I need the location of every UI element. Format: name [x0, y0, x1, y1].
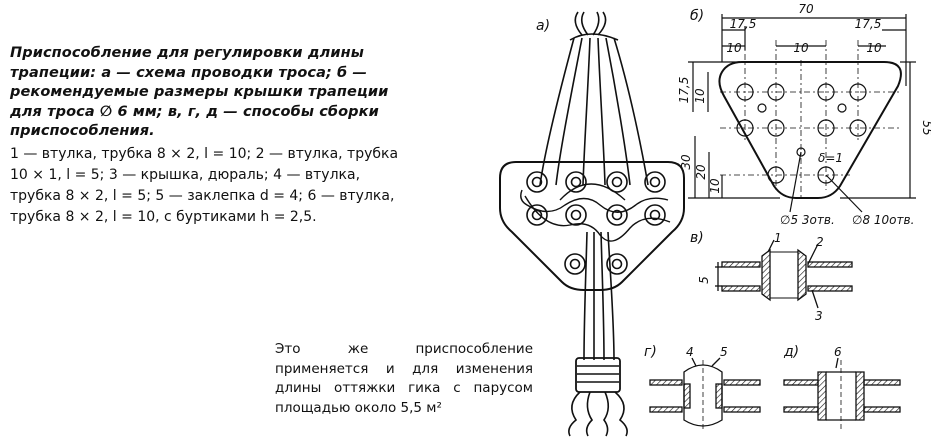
dim-thickness: δ=1	[818, 151, 843, 165]
dim-left-upper-inner: 10	[693, 88, 707, 104]
part-v-2: 2	[816, 235, 824, 249]
dim-pitch-1: 10	[726, 41, 742, 55]
dim-overall-width: 70	[798, 2, 814, 16]
cover-dimension-drawing	[688, 14, 916, 213]
dim-left-lower-outer: 30	[679, 154, 693, 170]
bushings-row-3	[564, 253, 628, 275]
dim-left-lower-inner: 10	[708, 178, 722, 194]
cover-outline	[718, 61, 902, 199]
part-v-1: 1	[774, 231, 782, 245]
rope-strand	[539, 37, 575, 186]
figure-caption: Приспособление для регулировки длины тра…	[10, 44, 410, 228]
assembly-v	[715, 239, 853, 309]
label-v: в)	[690, 230, 704, 246]
rope-end-top-left	[574, 11, 607, 36]
bushings-row-2	[526, 204, 666, 226]
dim-edge-top-left: 17,5	[730, 17, 757, 31]
small-holes	[757, 103, 847, 157]
label-b: б)	[690, 8, 704, 24]
dim-left-upper-outer: 17,5	[677, 77, 691, 104]
caption-title: Приспособление для регулировки длины тра…	[10, 45, 389, 139]
cover-plate-outline	[499, 161, 685, 291]
dim-pitch-3: 10	[866, 41, 882, 55]
assembly-g	[649, 357, 761, 430]
usage-note: Это же приспособление применяется и для …	[275, 341, 533, 416]
part-v-gap: 5	[697, 276, 711, 284]
dim-small-holes: ∅5 3отв.	[780, 213, 835, 227]
part-d-6: 6	[834, 345, 842, 359]
part-g-5: 5	[720, 345, 728, 359]
label-g: г)	[644, 344, 657, 360]
label-d: д)	[783, 344, 799, 360]
part-v-3: 3	[815, 309, 823, 323]
dim-height: 55	[920, 120, 931, 135]
rope-end-bottom	[568, 391, 581, 437]
dim-edge-top-right: 17,5	[855, 17, 882, 31]
rope-whipping	[575, 357, 621, 393]
large-holes	[736, 83, 867, 184]
bushings-row-1	[526, 171, 666, 193]
assembly-d	[783, 357, 901, 430]
part-g-4: 4	[686, 345, 694, 359]
dim-left-lower-mid: 20	[694, 164, 708, 180]
rope-routing-diagram	[499, 11, 685, 437]
label-a: а)	[536, 18, 550, 34]
dim-pitch-2: 10	[793, 41, 809, 55]
dim-large-holes: ∅8 10отв.	[852, 213, 914, 227]
caption-legend: 1 — втулка, трубка 8 × 2, l = 10; 2 — вт…	[10, 145, 399, 225]
